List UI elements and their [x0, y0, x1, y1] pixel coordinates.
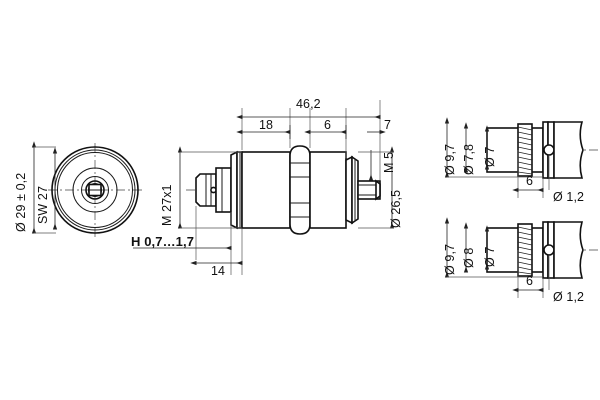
- detail-top-geometry: [486, 121, 600, 179]
- label-detail-top-hole: Ø 1,2: [553, 190, 585, 204]
- label-detail-bottom-d1: Ø 9,7: [443, 243, 457, 275]
- label-outer-diameter: Ø 29 ± 0,2: [14, 172, 28, 232]
- detail-top-dimensions: [444, 117, 550, 198]
- label-detail-top-d3: Ø 7: [483, 146, 497, 167]
- label-segment-6: 6: [324, 118, 332, 132]
- label-segment-14: 14: [211, 264, 226, 278]
- detail-bottom-dimensions: [444, 217, 550, 298]
- label-detail-top-d2: Ø 7,8: [462, 143, 476, 175]
- label-wrench-size: SW 27: [36, 185, 50, 224]
- label-segment-7: 7: [384, 118, 392, 132]
- label-detail-top-d1: Ø 9,7: [443, 143, 457, 175]
- label-thread-body: M 27x1: [160, 184, 174, 226]
- label-thread-stud: M 5: [382, 151, 396, 173]
- label-overall-length: 46,2: [296, 97, 321, 111]
- side-view-geometry: [186, 145, 381, 235]
- side-view-bottom-dimensions: [133, 206, 243, 275]
- side-view-top-dimensions: [236, 100, 386, 180]
- label-detail-bottom-d2: Ø 8: [462, 247, 476, 268]
- label-detail-bottom-d3: Ø 7: [483, 246, 497, 267]
- label-detail-top-length: 6: [526, 174, 534, 188]
- front-view-dimensions: [31, 141, 58, 234]
- label-hex-height: H 0,7…1,7: [131, 234, 195, 249]
- label-detail-bottom-hole: Ø 1,2: [553, 290, 585, 304]
- label-segment-18: 18: [259, 118, 274, 132]
- side-view-left-dimensions: [177, 146, 242, 229]
- front-view-geometry: [48, 143, 142, 238]
- label-detail-bottom-length: 6: [526, 274, 534, 288]
- label-flange-diameter: Ø 26,5: [389, 189, 403, 228]
- detail-bottom-geometry: [486, 221, 600, 279]
- side-view-right-dimensions: [358, 146, 395, 229]
